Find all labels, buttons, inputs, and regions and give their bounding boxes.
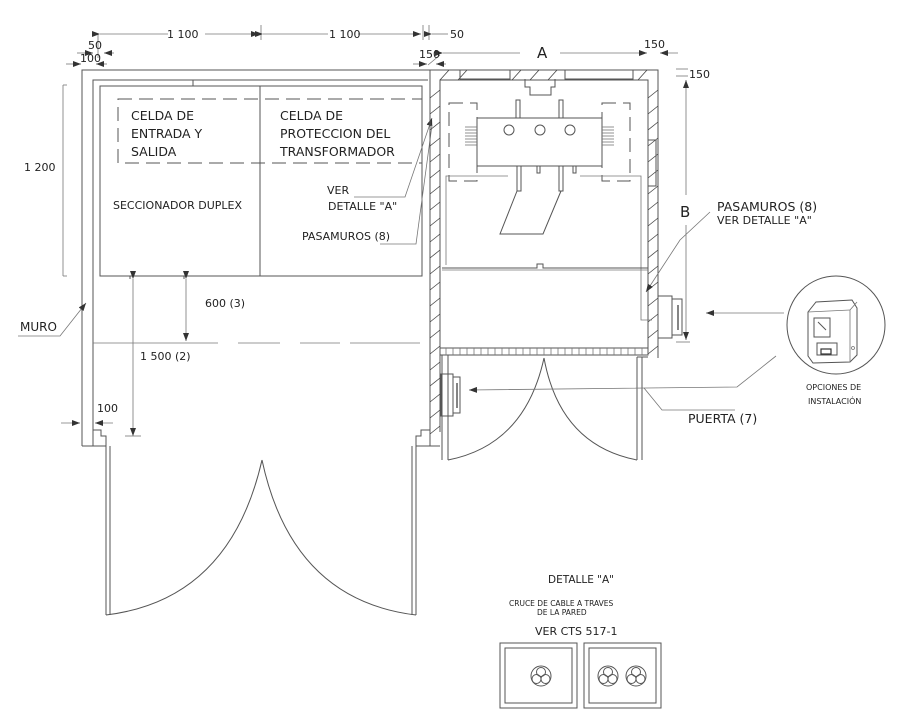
clearance-dimensions bbox=[18, 271, 420, 437]
celda-proteccion-line1: CELDA DE bbox=[280, 108, 343, 123]
celda-proteccion-line3: TRANSFORMADOR bbox=[279, 144, 395, 159]
dim-600-label: 600 (3) bbox=[205, 297, 245, 310]
puerta-label: PUERTA (7) bbox=[688, 411, 757, 426]
left-room-walls bbox=[81, 69, 438, 616]
celda-entrada-line1: CELDA DE bbox=[131, 108, 194, 123]
dim-150-vertical: 150 bbox=[689, 68, 710, 81]
dim-B: B bbox=[680, 203, 690, 221]
detail-subtitle-line2: DE LA PARED bbox=[537, 608, 587, 617]
opciones-label-line2: INSTALACIÓN bbox=[808, 395, 861, 406]
seccionador-label: SECCIONADOR DUPLEX bbox=[113, 199, 242, 212]
opciones-label-line1: OPCIONES DE bbox=[806, 383, 861, 392]
dim-1500-label: 1 500 (2) bbox=[140, 350, 191, 363]
celda-entrada-line2: ENTRADA Y bbox=[131, 126, 203, 141]
cell-block bbox=[99, 80, 423, 279]
detail-reference: VER CTS 517-1 bbox=[535, 625, 617, 638]
detalle-a-label: DETALLE "A" bbox=[328, 200, 397, 213]
pasamuros-right-sub: VER DETALLE "A" bbox=[717, 214, 812, 227]
dim-1100-right: 1 100 bbox=[329, 28, 361, 41]
pasamuros-right-label: PASAMUROS (8) bbox=[717, 199, 817, 214]
dim-150-wall: 150 bbox=[419, 48, 440, 61]
leader-lines-left bbox=[354, 117, 433, 245]
transformer-room bbox=[429, 69, 683, 461]
dim-1200: 1 200 bbox=[24, 161, 56, 174]
dim-50-left: 50 bbox=[88, 39, 102, 52]
dim-150-right: 150 bbox=[644, 38, 665, 51]
leader-lines-right bbox=[468, 211, 784, 411]
dim-50-right: 50 bbox=[450, 28, 464, 41]
detail-a-drawing bbox=[499, 642, 662, 709]
detail-subtitle-line1: CRUCE DE CABLE A TRAVES bbox=[509, 599, 614, 608]
top-dimension-lines bbox=[66, 25, 678, 67]
muro-label: MURO bbox=[20, 320, 57, 334]
wall-hatching bbox=[429, 69, 659, 435]
detail-title: DETALLE "A" bbox=[548, 574, 614, 586]
dim-100-label: 100 bbox=[97, 402, 118, 415]
left-dimension-1200 bbox=[62, 84, 67, 277]
celda-entrada-line3: SALIDA bbox=[131, 144, 177, 159]
floor-grating bbox=[445, 348, 643, 355]
installation-device-illustration bbox=[786, 275, 886, 375]
ver-label: VER bbox=[327, 184, 349, 197]
right-dimension-lines bbox=[676, 68, 690, 343]
dim-100-left: 100 bbox=[80, 52, 101, 65]
celda-proteccion-line2: PROTECCION DEL bbox=[280, 126, 390, 141]
radiator-fins bbox=[465, 126, 614, 146]
dim-A: A bbox=[537, 44, 548, 62]
pasamuros-left-label: PASAMUROS (8) bbox=[302, 230, 390, 243]
dim-1100-left: 1 100 bbox=[167, 28, 199, 41]
